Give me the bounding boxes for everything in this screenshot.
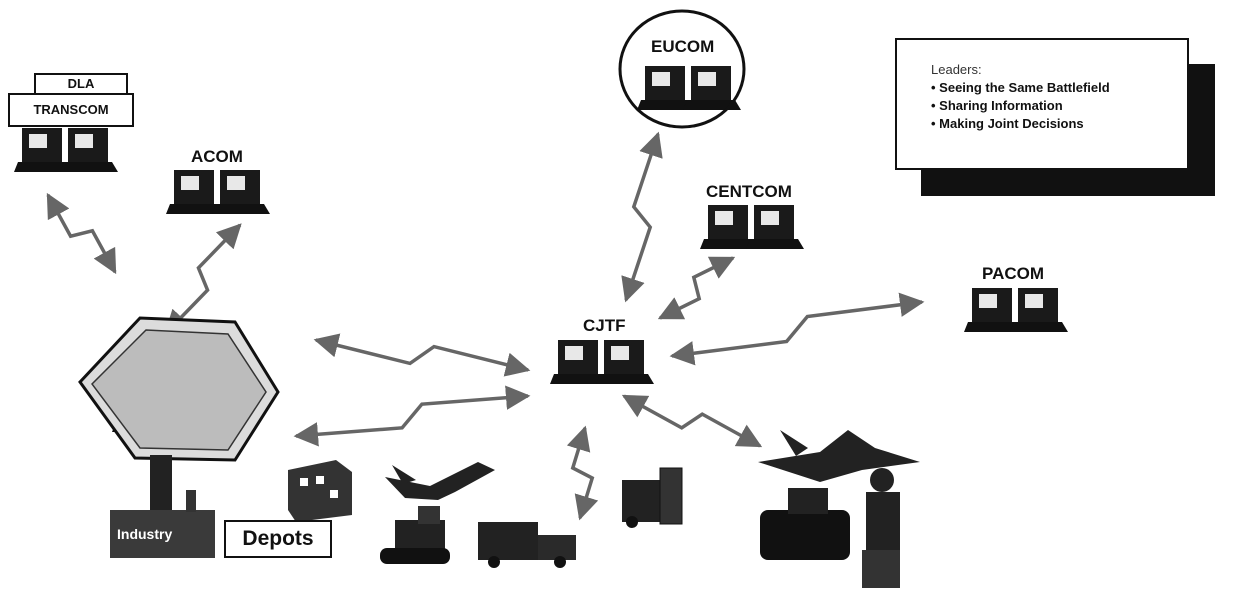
transcom-label: TRANSCOM: [8, 93, 134, 127]
pacom-workstation-icon: [964, 288, 1068, 332]
link-command-center-bottom: [296, 396, 528, 436]
bulldozer-icon: [380, 506, 450, 564]
truck-icon: [478, 522, 576, 568]
depots-label: Depots: [224, 520, 332, 558]
aircraft-icon: [385, 462, 495, 500]
fighter-jet-icon: [758, 430, 920, 482]
legend-box: Leaders: Seeing the Same Battlefield Sha…: [895, 38, 1189, 170]
command-center-icon: [80, 318, 278, 515]
industry-label: Industry: [117, 526, 172, 542]
building-icon: [288, 460, 352, 522]
link-acom: [166, 225, 240, 333]
dla-label: DLA: [34, 73, 128, 95]
pacom-label: PACOM: [982, 264, 1044, 284]
link-command-center-top: [316, 340, 528, 370]
centcom-workstation-icon: [700, 205, 804, 249]
link-air-combat: [624, 396, 760, 446]
acom-workstation-icon: [166, 170, 270, 214]
cjtf-label: CJTF: [583, 316, 626, 336]
link-dla-transcom: [48, 195, 115, 272]
legend-list: Seeing the Same Battlefield Sharing Info…: [931, 79, 1110, 133]
centcom-label: CENTCOM: [706, 182, 792, 202]
legend-title: Leaders:: [931, 62, 982, 77]
link-eucom: [626, 134, 658, 300]
legend-item: Making Joint Decisions: [931, 115, 1110, 133]
link-pacom: [672, 302, 922, 356]
forklift-icon: [622, 468, 682, 528]
legend-item: Sharing Information: [931, 97, 1110, 115]
link-centcom: [660, 258, 733, 318]
tank-icon: [760, 488, 850, 560]
cjtf-workstation-icon: [550, 340, 654, 384]
transcom-workstation-icon: [14, 128, 118, 172]
eucom-workstation-icon: [637, 66, 741, 110]
acom-label: ACOM: [191, 147, 243, 167]
link-forklift-supply: [573, 428, 592, 518]
soldier-icon: [862, 468, 900, 588]
legend-item: Seeing the Same Battlefield: [931, 79, 1110, 97]
eucom-label: EUCOM: [651, 37, 714, 57]
